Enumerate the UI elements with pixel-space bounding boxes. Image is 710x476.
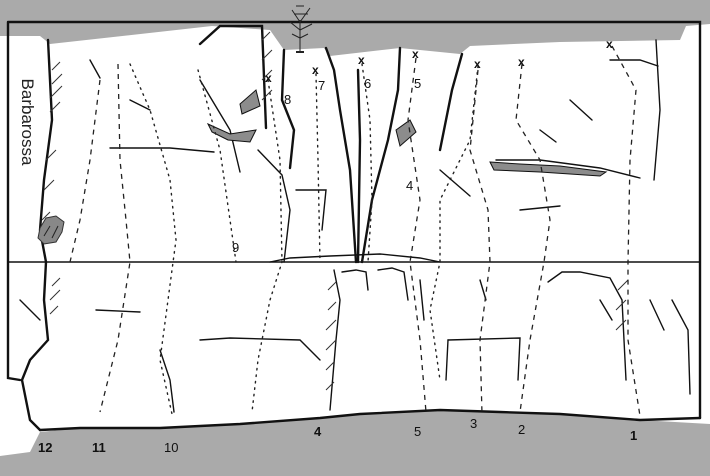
svg-text:x: x: [265, 71, 272, 85]
svg-text:x: x: [358, 53, 365, 67]
label-route-8: 8: [284, 92, 291, 107]
label-route-12: 12: [38, 440, 52, 455]
svg-text:x: x: [606, 37, 613, 51]
label-route-3: 3: [470, 416, 477, 431]
route-line-5: [408, 58, 426, 412]
svg-text:x: x: [312, 63, 319, 77]
label-route-4-face: 4: [406, 178, 413, 193]
route-line-2: [516, 64, 550, 412]
svg-text:x: x: [412, 47, 419, 61]
face-route-labels: 9 8 7 6 5 4: [232, 76, 421, 255]
label-route-4: 4: [314, 424, 322, 439]
svg-text:x: x: [474, 57, 481, 71]
label-route-10: 10: [164, 440, 178, 455]
hatched-areas: [42, 32, 628, 390]
label-route-11: 11: [92, 440, 106, 455]
label-route-6: 6: [364, 76, 371, 91]
label-route-5: 5: [414, 424, 421, 439]
route-line-4: [430, 66, 478, 380]
route-line-9: [198, 70, 236, 262]
label-route-7: 7: [318, 78, 325, 93]
route-line-1: [612, 46, 640, 416]
route-line-10: [130, 64, 176, 414]
crag-name: Barbarossa: [18, 79, 37, 166]
route-line-12: [70, 80, 100, 262]
route-line-3: [470, 70, 490, 414]
rock-outline: [8, 22, 700, 430]
label-route-5-face: 5: [414, 76, 421, 91]
rock-patches: [208, 90, 606, 176]
svg-text:x: x: [518, 55, 525, 69]
route-line-7: [316, 74, 320, 262]
sky-band: [0, 0, 710, 56]
label-route-1: 1: [630, 428, 637, 443]
label-route-2: 2: [518, 422, 525, 437]
ground-band: [0, 410, 710, 476]
label-route-9: 9: [232, 240, 239, 255]
route-line-11: [100, 64, 130, 412]
